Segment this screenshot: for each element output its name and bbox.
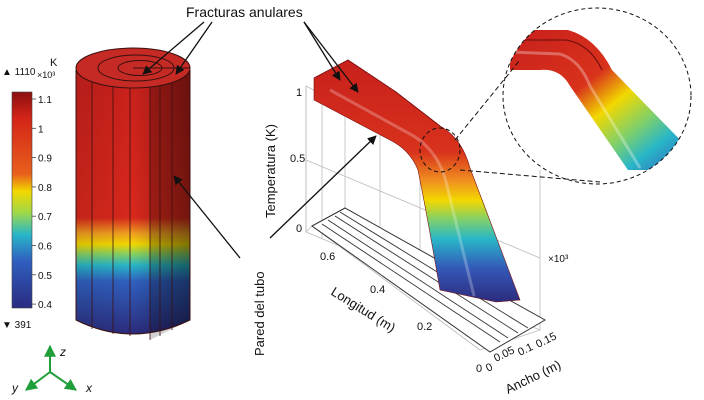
plot-3d: 10.50 Temperatura (K) ×10³ 0.60.40.20 Lo… xyxy=(263,59,569,397)
width-axis-tick-label: 0.1 xyxy=(516,341,535,358)
colorbar-max-label: ▲ 1110 xyxy=(2,67,36,78)
colorbar: ▲ 1110 K ×10³ 1.1 1 0.9 0.8 0.7 0.6 0.5 0.4 ▼ 3… xyxy=(2,57,58,331)
z-axis-tick-label: 1 xyxy=(296,87,302,99)
colorbar-tick-label: 0.8 xyxy=(38,183,52,194)
zoom-circle xyxy=(502,7,692,185)
pipe-wall-label: Pared del tubo xyxy=(252,271,267,356)
length-axis-ticks: 0.6 0.4 0.2 0 xyxy=(320,251,482,375)
colorbar-tick-label: 0.5 xyxy=(38,271,52,282)
colorbar-unit: K xyxy=(50,57,58,69)
colorbar-tick-label: 0.6 xyxy=(38,242,52,253)
z-axis-tick-label: 0.5 xyxy=(290,153,305,165)
width-axis-tick-label: 0 xyxy=(484,361,495,374)
plot-floor xyxy=(311,207,547,353)
colorbar-tick-label: 1.1 xyxy=(38,95,52,106)
colorbar-exponent: ×10³ xyxy=(37,70,55,80)
temperature-surface xyxy=(313,59,521,303)
colorbar-gradient xyxy=(11,91,33,309)
axes-triad: z y x xyxy=(11,344,93,395)
triad-x-label: x xyxy=(85,381,93,395)
zoom-inset xyxy=(454,7,692,185)
length-axis-tick-label: 0 xyxy=(476,363,482,375)
zoom-source-circle xyxy=(419,127,461,173)
colorbar-tick-label: 1 xyxy=(38,124,44,135)
annotations: Fracturas anulares Pared del tubo xyxy=(142,4,377,356)
width-axis-tick-label: 0.15 xyxy=(534,331,559,351)
length-axis-label: Longitud (m) xyxy=(328,284,398,335)
pipe-cylinder xyxy=(75,47,191,340)
colorbar-tick-label: 0.9 xyxy=(38,154,52,165)
zoom-surface xyxy=(510,30,690,170)
length-axis-tick-label: 0.2 xyxy=(417,321,432,333)
triad-z-label: z xyxy=(59,345,66,359)
z-axis-ticks: 10.50 xyxy=(290,87,305,235)
fractures-label: Fracturas anulares xyxy=(186,4,303,20)
z-axis-tick-label: 0 xyxy=(296,223,302,235)
colorbar-min-label: ▼ 391 xyxy=(2,320,32,331)
colorbar-tick-label: 0.7 xyxy=(38,212,52,223)
colorbar-tick-label: 0.4 xyxy=(38,300,52,311)
triad-y-label: y xyxy=(11,381,19,395)
z-axis-exponent: ×10³ xyxy=(548,254,569,265)
length-axis-tick-label: 0.6 xyxy=(320,251,335,263)
width-axis-label: Ancho (m) xyxy=(503,357,563,397)
colorbar-ticks: 1.1 1 0.9 0.8 0.7 0.6 0.5 0.4 xyxy=(32,95,52,311)
length-axis-tick-label: 0.4 xyxy=(370,284,385,296)
z-axis-label: Temperatura (K) xyxy=(263,124,278,218)
